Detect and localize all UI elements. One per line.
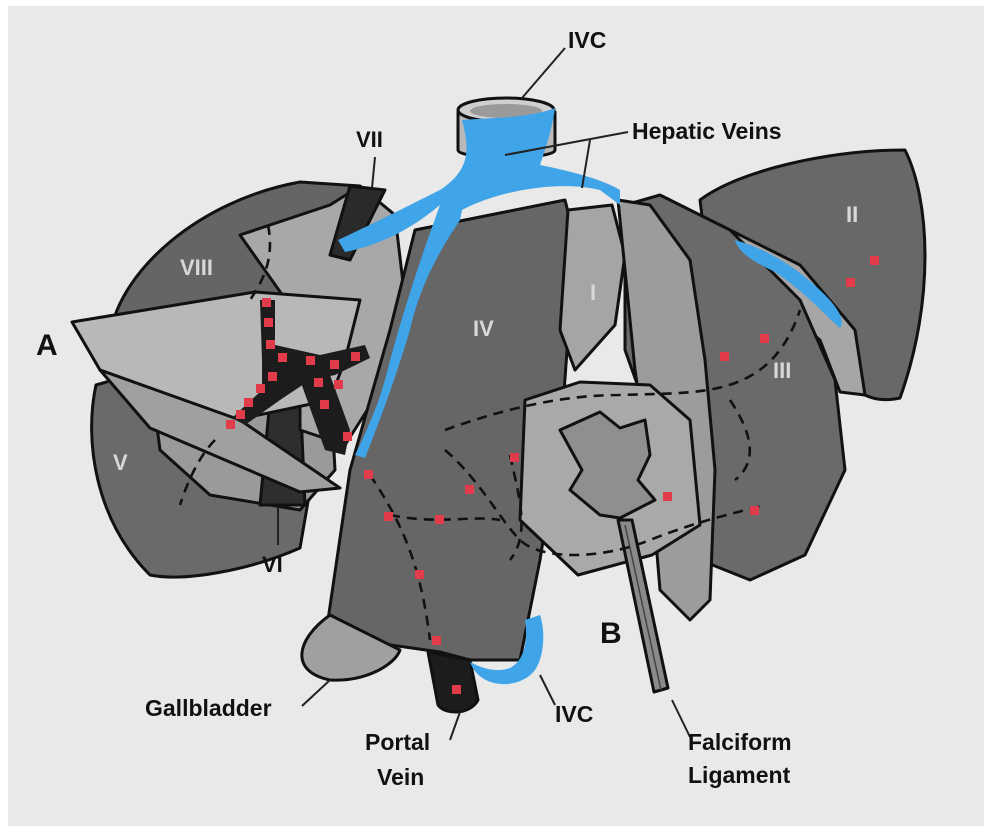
portal-dot [870,256,879,265]
segment-label-iii: III [773,358,791,383]
portal-dot [320,400,329,409]
segment-label-vii: VII [356,127,383,152]
portal-dot [384,512,393,521]
label-falciform-line2: Ligament [688,762,791,788]
portal-dot [465,485,474,494]
portal-dot [330,360,339,369]
label-ivc-top: IVC [568,27,606,53]
portal-dot [256,384,265,393]
portal-dot [268,372,277,381]
portal-dot [334,380,343,389]
portal-dot [278,353,287,362]
portal-dot [264,318,273,327]
portal-dot [236,410,245,419]
portal-dot [314,378,323,387]
portal-dot [226,420,235,429]
segment-label-v: V [113,450,128,475]
label-falciform-line1: Falciform [688,729,792,755]
portal-dot [452,685,461,694]
portal-dot [760,334,769,343]
label-plane-a: A [36,329,58,362]
label-gallbladder: Gallbladder [145,695,272,721]
portal-dot [343,432,352,441]
portal-dot [510,453,519,462]
segment-label-iv: IV [473,316,494,341]
portal-dot [750,506,759,515]
portal-dot [415,570,424,579]
label-portal-vein-line2: Vein [377,764,424,790]
label-plane-b: B [600,617,622,650]
segment-label-ii: II [846,202,858,227]
label-portal-vein-line1: Portal [365,729,430,755]
portal-dot [244,398,253,407]
portal-dot [306,356,315,365]
portal-dot [435,515,444,524]
segment-label-viii: VIII [180,255,213,280]
segment-label-i: I [590,280,596,305]
portal-dot [720,352,729,361]
portal-dot [351,352,360,361]
portal-dot [262,298,271,307]
portal-dot [266,340,275,349]
portal-dot [663,492,672,501]
portal-dot [846,278,855,287]
label-hepatic-veins: Hepatic Veins [632,118,782,144]
portal-dot [364,470,373,479]
portal-dot [432,636,441,645]
label-ivc-bottom: IVC [555,701,593,727]
segment-label-vi: VI [262,552,283,577]
